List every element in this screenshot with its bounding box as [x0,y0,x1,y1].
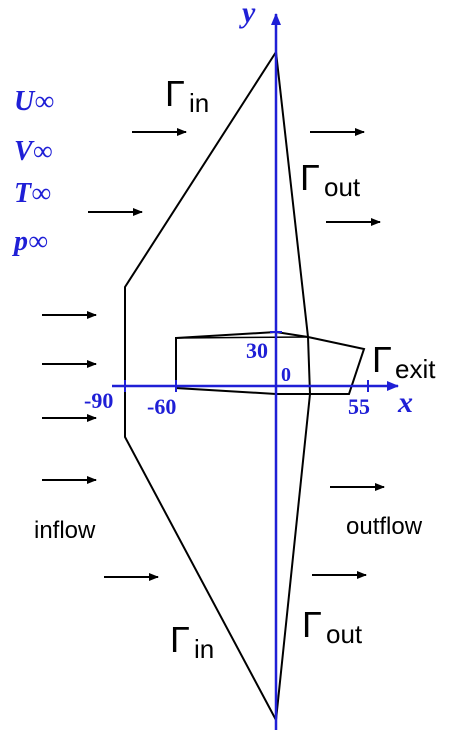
freestream-v: V∞ [14,136,53,167]
gamma-exit-label: Γ exit [372,339,436,384]
svg-text:Γ: Γ [165,73,185,114]
svg-text:Γ: Γ [372,339,392,380]
tick-label-zero: 0 [281,364,291,386]
svg-text:out: out [324,172,361,202]
tick-label-55: 55 [348,394,370,419]
svg-text:Γ: Γ [300,157,320,198]
freestream-u: U∞ [14,86,54,117]
svg-text:in: in [194,634,214,664]
tick-label-neg60: -60 [147,394,176,419]
svg-text:Γ: Γ [302,604,322,645]
outflow-label: outflow [346,513,423,540]
tick-label-30: 30 [246,338,268,363]
svg-text:Γ: Γ [170,619,190,660]
svg-text:in: in [189,88,209,118]
gamma-out-top-label: Γ out [300,157,361,202]
x-axis-label: x [397,386,413,419]
svg-text:exit: exit [395,354,436,384]
gamma-in-bottom-label: Γ in [170,619,214,664]
inflow-label: inflow [34,517,96,544]
svg-text:out: out [326,619,363,649]
body-outline [175,330,366,395]
y-axis-label: y [239,0,256,29]
freestream-p: p∞ [12,226,48,257]
body-inner-edge [175,336,309,339]
gamma-out-bottom-label: Γ out [302,604,363,649]
tick-label-neg90: -90 [84,388,113,413]
gamma-in-top-label: Γ in [165,73,209,118]
freestream-t: T∞ [14,178,51,209]
